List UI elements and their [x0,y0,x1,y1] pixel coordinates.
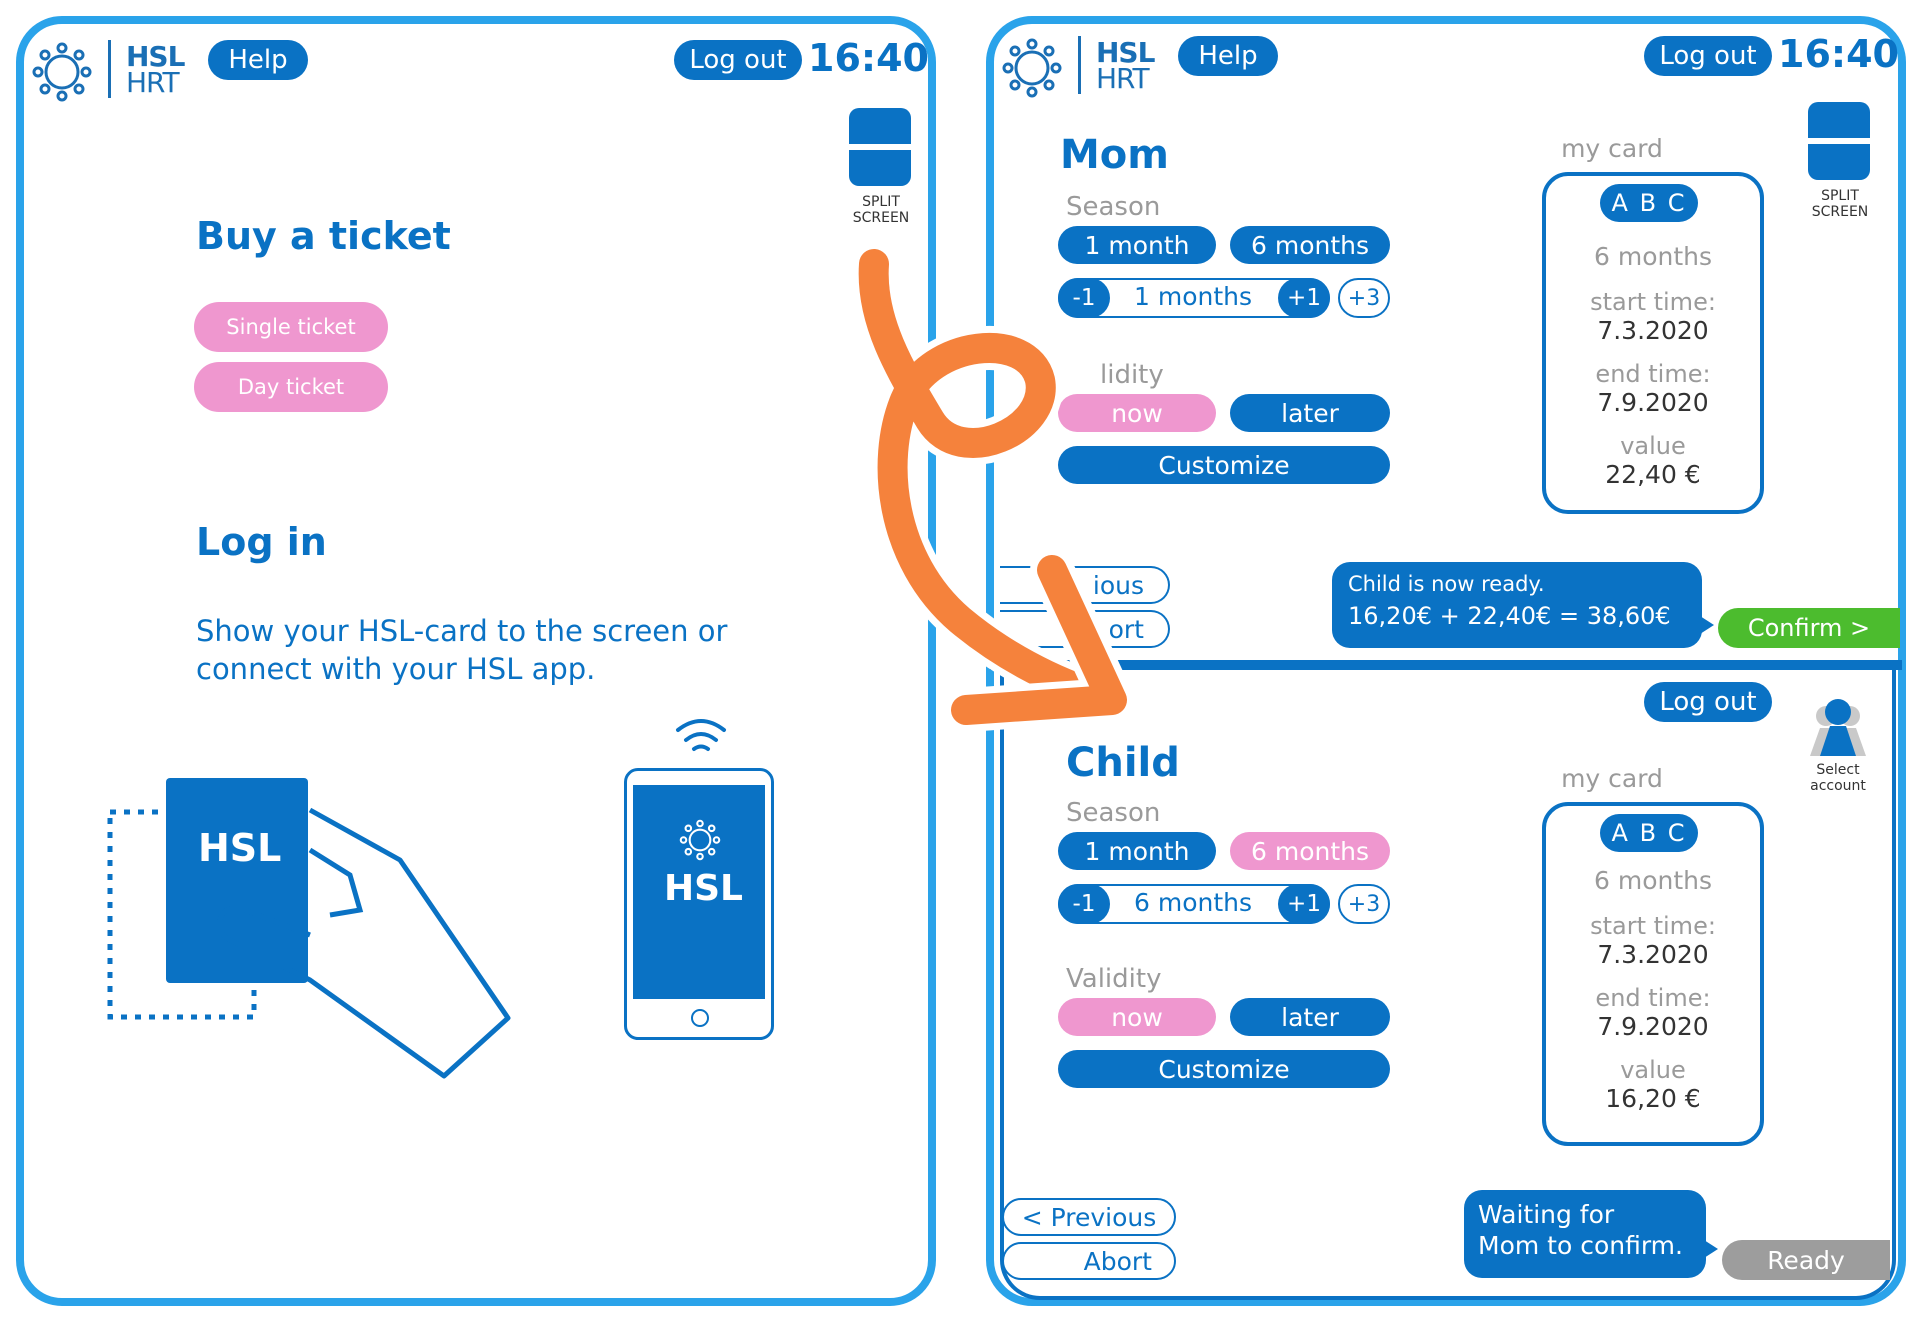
child-6months-button[interactable]: 6 months [1230,832,1390,870]
mom-now-button[interactable]: now [1058,394,1216,432]
help-button-right[interactable]: Help [1178,36,1278,76]
child-validity-label: Validity [1066,964,1162,994]
child-later-button[interactable]: later [1230,998,1390,1036]
mom-plus3-button[interactable]: +3 [1338,278,1390,318]
mom-status-line2: 16,20€ + 22,40€ = 38,60€ [1348,602,1671,630]
single-ticket-button[interactable]: Single ticket [194,302,388,352]
split-screen-button[interactable] [849,108,911,186]
brand-bottom: HRT [126,66,180,99]
logo-divider [108,40,111,98]
child-1month-button[interactable]: 1 month [1058,832,1216,870]
hsl-card-label: HSL [198,826,282,870]
brand-bottom-right: HRT [1096,62,1150,95]
mom-card-duration: 6 months [1593,242,1713,271]
child-card-end: 7.9.2020 [1597,1012,1709,1041]
help-button[interactable]: Help [208,40,308,80]
select-account-icon[interactable] [1806,698,1870,758]
child-card-value: 16,20 € [1605,1084,1701,1113]
phone-sun-logo-icon [679,819,721,861]
hsl-sun-logo-icon [32,42,92,102]
mom-my-card-label: my card [1561,134,1663,163]
child-title: Child [1066,740,1180,786]
mom-title: Mom [1060,132,1169,178]
mom-card-end-label: end time: [1595,360,1711,388]
phone-hsl-label: HSL [664,868,743,909]
mom-later-button[interactable]: later [1230,394,1390,432]
hsl-sun-logo-icon-right [1002,38,1062,98]
split-screen-icon-right [1808,102,1870,180]
mom-logout-button[interactable]: Log out [1644,36,1772,76]
split-screen-icon [849,108,911,186]
child-plus3-button[interactable]: +3 [1338,884,1390,924]
mom-plus-button[interactable]: +1 [1278,278,1330,318]
child-status-line2: Mom to confirm. [1478,1231,1683,1260]
mom-customize-button[interactable]: Customize [1058,446,1390,484]
buy-ticket-title: Buy a ticket [196,214,451,258]
wifi-icon [676,719,726,751]
ready-button[interactable]: Ready [1722,1240,1890,1280]
select-account-label: Select account [1810,762,1866,794]
child-minus-button[interactable]: -1 [1058,884,1110,924]
brand-top-right: HSL [1096,36,1155,69]
mom-card-start: 7.3.2020 [1597,316,1709,345]
child-plus-button[interactable]: +1 [1278,884,1330,924]
child-logout-button[interactable]: Log out [1644,682,1772,722]
mom-card-badge: A B C [1600,184,1698,222]
mom-card-value: 22,40 € [1605,460,1701,489]
mom-season-label: Season [1066,192,1161,222]
child-bubble-tail [1704,1240,1718,1258]
mom-bubble-tail [1700,616,1714,634]
split-screen-label: SPLIT SCREEN [852,194,910,226]
child-previous-button[interactable]: < Previous [1002,1198,1176,1236]
child-card-end-label: end time: [1595,984,1711,1012]
card-reader-illustration [107,778,511,1079]
mom-6months-button[interactable]: 6 months [1230,226,1390,264]
day-ticket-button[interactable]: Day ticket [194,362,388,412]
mom-card-start-label: start time: [1590,288,1716,316]
child-month-count: 6 months [1133,888,1253,917]
child-card-value-label: value [1620,1056,1686,1084]
mom-minus-button[interactable]: -1 [1058,278,1110,318]
mom-ticket-card: A B C 6 months start time: 7.3.2020 end … [1542,172,1764,514]
split-screen-label-right: SPLIT SCREEN [1811,188,1869,220]
child-status-bubble: Waiting for Mom to confirm. [1464,1190,1706,1278]
split-screen-button-right[interactable] [1808,102,1870,180]
child-status-line1: Waiting for [1478,1200,1615,1229]
mom-month-count: 1 months [1133,282,1253,311]
child-card-start-label: start time: [1590,912,1716,940]
mom-card-value-label: value [1620,432,1686,460]
child-abort-button[interactable]: Abort [1002,1242,1176,1280]
mom-status-bubble: Child is now ready. 16,20€ + 22,40€ = 38… [1332,562,1702,648]
login-instructions: Show your HSL-card to the screen or conn… [196,614,728,686]
mom-status-line1: Child is now ready. [1348,572,1545,596]
child-customize-button[interactable]: Customize [1058,1050,1390,1088]
login-title: Log in [196,520,327,564]
child-panel-border [1000,668,1896,1300]
brand-top: HSL [126,40,185,73]
mom-validity-label: lidity [1100,360,1164,390]
split-divider [990,660,1902,670]
clock-time: 16:40 [808,36,929,80]
mom-1month-button[interactable]: 1 month [1058,226,1216,264]
child-season-label: Season [1066,798,1161,828]
child-card-badge: A B C [1600,814,1698,852]
logout-button[interactable]: Log out [674,40,802,80]
child-now-button[interactable]: now [1058,998,1216,1036]
logo-divider-right [1078,36,1081,94]
confirm-button[interactable]: Confirm > [1718,608,1900,648]
left-kiosk-screen [16,16,936,1306]
mom-card-end: 7.9.2020 [1597,388,1709,417]
phone-home-button [691,1009,709,1027]
clock-time-right: 16:40 [1778,32,1899,76]
child-ticket-card: A B C 6 months start time: 7.3.2020 end … [1542,802,1764,1146]
child-card-start: 7.3.2020 [1597,940,1709,969]
child-card-duration: 6 months [1593,866,1713,895]
child-my-card-label: my card [1561,764,1663,793]
